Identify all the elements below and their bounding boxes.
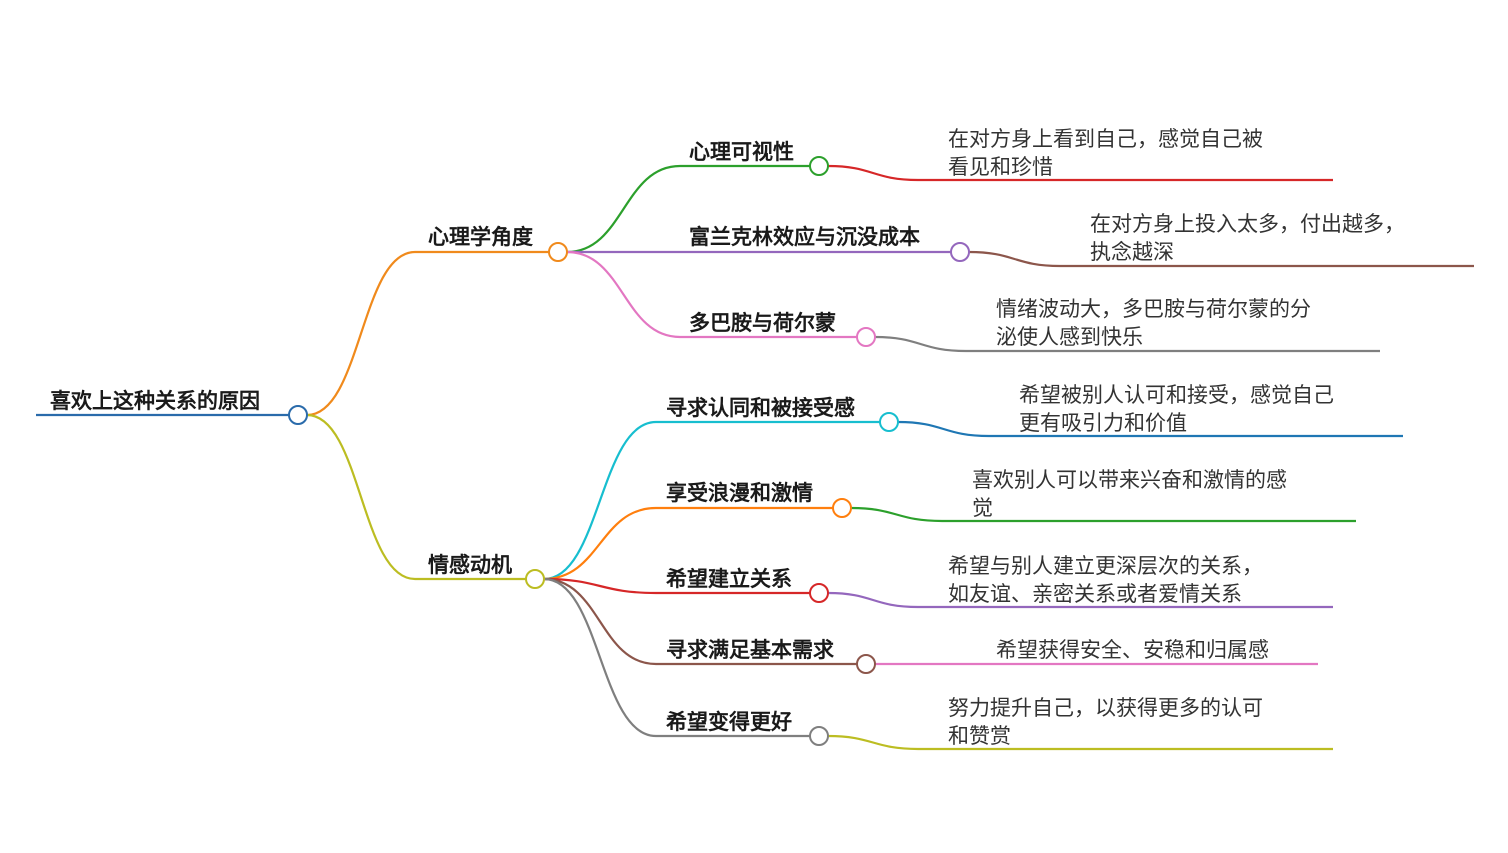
subtopic-2-2: 享受浪漫和激情: [666, 481, 813, 505]
edge-root-to-branch-2: [306, 413, 416, 581]
subtopic-node-circle[interactable]: [809, 726, 829, 746]
subtopic-node-circle[interactable]: [856, 327, 876, 347]
leaf-text-line: 希望被别人认可和接受，感觉自己: [1019, 383, 1334, 407]
mindmap-edges: [36, 164, 1474, 751]
edge-branch-to-subtopic: [543, 577, 657, 738]
subtopic-2-1: 寻求认同和被接受感: [666, 396, 855, 420]
edge-subtopic-to-leaf: [827, 734, 1333, 751]
leaf-text-line: 在对方身上看到自己，感觉自己被: [948, 127, 1263, 151]
subtopic-1-2: 富兰克林效应与沉没成本: [689, 225, 920, 249]
edge-branch-to-subtopic: [543, 420, 657, 581]
leaf-text-line: 如友谊、亲密关系或者爱情关系: [948, 582, 1242, 606]
leaf-text-line: 喜欢别人可以带来兴奋和激情的感: [972, 468, 1287, 492]
edge-branch-to-subtopic: [543, 577, 657, 666]
leaf-text-line: 努力提升自己，以获得更多的认可: [948, 696, 1263, 720]
mindmap-nodes: 喜欢上这种关系的原因 心理学角度 心理可视性 在对方身上看到自己，感觉自己被看见和珍惜…: [50, 127, 1405, 748]
leaf-text-line: 更有吸引力和价值: [1019, 411, 1187, 435]
leaf-text-line: 希望与别人建立更深层次的关系，: [948, 554, 1263, 578]
leaf-text-line: 希望获得安全、安稳和归属感: [996, 638, 1269, 662]
leaf-text-line: 和赞赏: [948, 724, 1011, 748]
subtopic-node-circle[interactable]: [950, 242, 970, 262]
subtopic-node-circle[interactable]: [856, 654, 876, 674]
edge-branch-to-subtopic: [543, 506, 657, 581]
leaf-text-line: 在对方身上投入太多，付出越多，: [1090, 212, 1405, 236]
edge-branch-to-subtopic: [543, 577, 657, 595]
subtopic-1-1: 心理可视性: [689, 140, 794, 164]
subtopic-2-5: 希望变得更好: [666, 710, 792, 734]
edge-subtopic-to-leaf: [827, 164, 1333, 182]
root-topic: 喜欢上这种关系的原因: [50, 389, 260, 413]
leaf-text-line: 情绪波动大，多巴胺与荷尔蒙的分: [996, 297, 1311, 321]
edge-branch-to-subtopic: [566, 164, 681, 254]
subtopic-2-4: 寻求满足基本需求: [666, 638, 834, 662]
branch-node-circle[interactable]: [548, 242, 568, 262]
leaf-text-line: 看见和珍惜: [948, 155, 1053, 179]
edge-root-to-branch-1: [306, 250, 416, 417]
subtopic-node-circle[interactable]: [809, 583, 829, 603]
edge-subtopic-to-leaf: [850, 506, 1356, 523]
branch-topic-1: 心理学角度: [428, 225, 533, 249]
subtopic-1-3: 多巴胺与荷尔蒙: [689, 311, 836, 335]
edge-subtopic-to-leaf: [827, 591, 1333, 609]
edge-subtopic-to-leaf: [968, 250, 1474, 268]
leaf-text-line: 执念越深: [1090, 240, 1174, 264]
leaf-text-line: 泌使人感到快乐: [996, 325, 1143, 349]
subtopic-node-circle[interactable]: [879, 412, 899, 432]
edge-branch-to-subtopic: [566, 250, 681, 339]
subtopic-node-circle[interactable]: [832, 498, 852, 518]
root-node-circle[interactable]: [288, 405, 308, 425]
subtopic-2-3: 希望建立关系: [666, 567, 792, 591]
edge-subtopic-to-leaf: [897, 420, 1403, 438]
leaf-text-line: 觉: [972, 496, 993, 520]
edge-subtopic-to-leaf: [874, 335, 1380, 353]
subtopic-node-circle[interactable]: [809, 156, 829, 176]
branch-topic-2: 情感动机: [428, 553, 512, 577]
branch-node-circle[interactable]: [525, 569, 545, 589]
